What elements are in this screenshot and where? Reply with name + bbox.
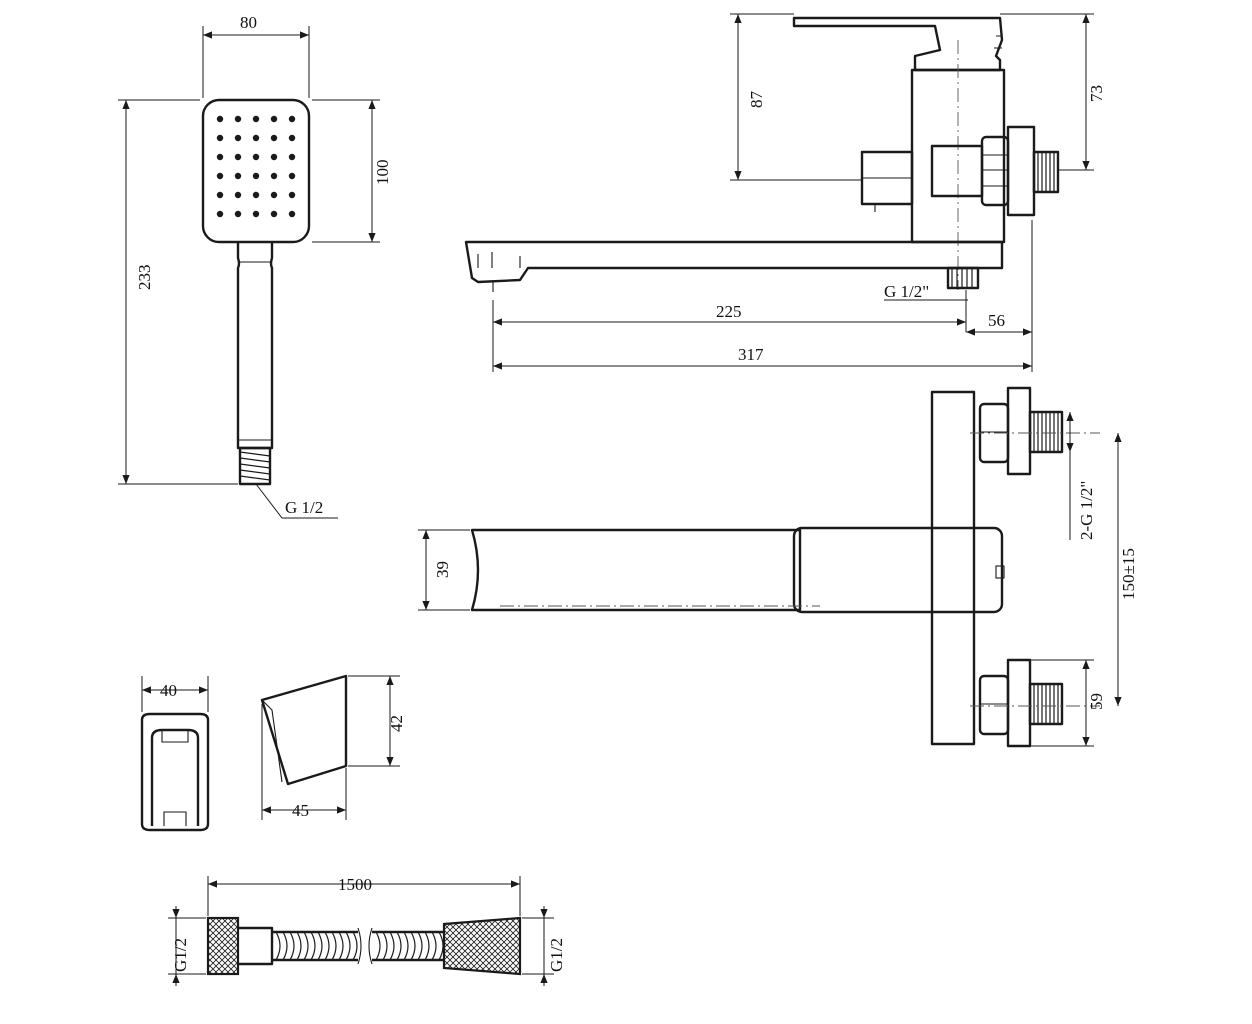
shower-nozzle <box>288 134 296 142</box>
shower-nozzle <box>252 115 260 123</box>
shower-nozzle <box>216 191 224 199</box>
shower-hose: 1500 G1/2 G1/2 <box>168 875 566 986</box>
mixer-centers-label: 150±15 <box>1119 548 1138 600</box>
spout-width-label: 39 <box>433 561 452 578</box>
shower-total-height-label: 233 <box>135 265 154 291</box>
hose-coil <box>331 931 337 961</box>
shower-nozzle <box>270 134 278 142</box>
hose-coil <box>396 931 402 961</box>
holder-side <box>260 674 348 786</box>
shower-holder: 40 42 45 <box>140 674 406 832</box>
shower-nozzle <box>234 134 242 142</box>
hose-right-thread-label: G1/2 <box>547 938 566 972</box>
shower-nozzle <box>234 115 242 123</box>
mixer-top-spout <box>470 528 802 612</box>
mixer-height-right-label: 73 <box>1087 85 1106 102</box>
hose-coil <box>389 931 395 961</box>
shower-nozzle <box>216 153 224 161</box>
hose-coil <box>289 931 295 961</box>
shower-nozzle <box>270 210 278 218</box>
hose-coil <box>338 931 344 961</box>
hose-coil <box>303 931 309 961</box>
shower-nozzle <box>270 115 278 123</box>
shower-head-height-label: 100 <box>373 160 392 186</box>
shower-nozzle <box>234 153 242 161</box>
mixer-height-left-label: 87 <box>747 91 766 109</box>
holder-width-label: 40 <box>160 681 177 700</box>
mixer-top-body <box>930 390 976 746</box>
shower-nozzle <box>288 115 296 123</box>
hose-length-label: 1500 <box>338 875 372 894</box>
shower-nozzle <box>252 134 260 142</box>
shower-nozzle <box>216 115 224 123</box>
shower-nozzle <box>234 172 242 180</box>
hose-coil <box>431 931 437 961</box>
mixer-lever <box>792 16 1004 72</box>
hose-coil <box>324 931 330 961</box>
hose-left-thread-label: G1/2 <box>171 938 190 972</box>
holder-depth-label: 45 <box>292 801 309 820</box>
shower-nozzle <box>252 172 260 180</box>
shower-nozzle <box>216 134 224 142</box>
mixer-total-length-label: 317 <box>738 345 764 364</box>
hose-coil <box>417 931 423 961</box>
hose-right-cone <box>442 916 522 976</box>
shower-nozzle <box>234 191 242 199</box>
inlet-offset-label: 59 <box>1087 693 1106 710</box>
shower-nozzle <box>288 172 296 180</box>
mixer-spout-reach-label: 225 <box>716 302 742 321</box>
shower-head <box>201 98 311 244</box>
shower-nozzle <box>252 153 260 161</box>
holder-height-label: 42 <box>387 715 406 732</box>
mixer-top-view: 39 2-G 1/2" 150±15 59 <box>418 386 1138 748</box>
hose-coil <box>275 931 281 961</box>
shower-width-label: 80 <box>240 13 257 32</box>
hose-coil <box>345 931 351 961</box>
shower-nozzle <box>270 153 278 161</box>
shower-nozzle <box>216 210 224 218</box>
shower-nozzle <box>252 210 260 218</box>
hose-coil <box>382 931 388 961</box>
shower-nozzle <box>216 172 224 180</box>
hose-coil <box>310 931 316 961</box>
shower-nozzle <box>252 191 260 199</box>
hose-left-nut <box>206 916 240 976</box>
mixer-side-view: 87 73 G 1/2" 225 56 317 <box>464 13 1106 372</box>
hose-coil <box>424 931 430 961</box>
hand-shower: 80 100 233 G 1/2 <box>118 13 392 519</box>
shower-nozzle <box>288 191 296 199</box>
hose-coil <box>403 931 409 961</box>
mixer-wall-offset-label: 56 <box>988 311 1005 330</box>
hose-coil <box>282 931 288 961</box>
shower-handle <box>236 242 274 450</box>
shower-nozzle <box>270 172 278 180</box>
hose-coil <box>352 931 358 961</box>
shower-nozzle <box>288 153 296 161</box>
shower-nozzles <box>216 115 296 218</box>
hose-coil <box>296 931 302 961</box>
shower-nozzle <box>270 191 278 199</box>
mixer-inlets-label: 2-G 1/2" <box>1077 481 1096 540</box>
shower-nozzle <box>288 210 296 218</box>
hose-coil <box>438 931 444 961</box>
hose-coil <box>410 931 416 961</box>
holder-front <box>140 712 210 832</box>
shower-thread-label: G 1/2 <box>285 498 323 517</box>
mixer-top-cap <box>792 526 1004 614</box>
hose-coil <box>317 931 323 961</box>
shower-nozzle <box>234 210 242 218</box>
hose-coil <box>375 931 381 961</box>
mixer-thread-label: G 1/2" <box>884 282 929 301</box>
mixer-spout <box>464 240 1004 284</box>
shower-thread <box>238 446 272 486</box>
